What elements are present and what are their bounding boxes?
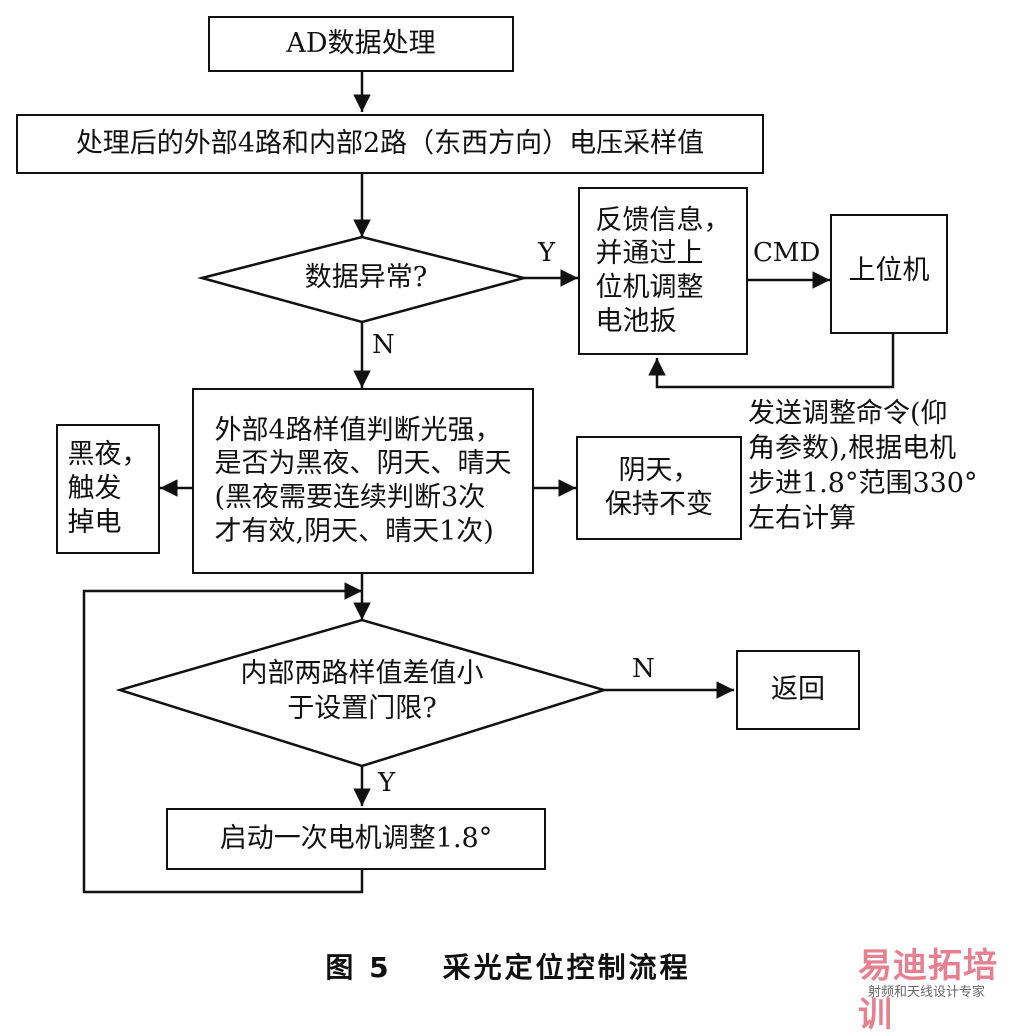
sample-values-label: 处理后的外部4路和内部2路（东西方向）电压采样值 bbox=[75, 128, 705, 160]
watermark-tagline: 射频和天线设计专家 bbox=[868, 985, 986, 1000]
edge-label-no-diff: N bbox=[632, 654, 655, 684]
host-label: 上位机 bbox=[848, 255, 930, 286]
judge-light-label: 外部4路样值判断光强， 是否为黑夜、阴天、晴天 (黑夜需要连续判断3次 才有效,… bbox=[214, 414, 512, 547]
cloudy-label: 阴天， 保持不变 bbox=[605, 455, 713, 520]
decision-diff-shape bbox=[115, 618, 609, 768]
edge-label-cmd: CMD bbox=[753, 238, 821, 268]
edge-label-no-abnormal: N bbox=[372, 330, 395, 360]
edge-label-yes-diff: Y bbox=[378, 768, 396, 798]
box-return: 返回 bbox=[736, 650, 860, 730]
decision-diff-label: 内部两路样值差值小 于设置门限? bbox=[240, 658, 484, 725]
return-label: 返回 bbox=[771, 674, 825, 706]
flow-connectors bbox=[82, 70, 895, 894]
ad-process-label: AD数据处理 bbox=[286, 28, 436, 60]
arrow-host-feedback bbox=[648, 332, 895, 389]
note-send-command: 发送调整命令(仰 角参数),根据电机 步进1.8°范围330° 左右计算 bbox=[748, 398, 978, 535]
box-cloudy: 阴天， 保持不变 bbox=[576, 436, 742, 540]
decision-abnormal-shape bbox=[197, 235, 529, 324]
box-sample-values: 处理后的外部4路和内部2路（东西方向）电压采样值 bbox=[16, 114, 764, 174]
box-host: 上位机 bbox=[830, 214, 948, 334]
decision-abnormal-label: 数据异常? bbox=[304, 262, 428, 293]
box-judge-light: 外部4路样值判断光强， 是否为黑夜、阴天、晴天 (黑夜需要连续判断3次 才有效,… bbox=[192, 388, 534, 574]
arrow-loop-back bbox=[82, 582, 364, 894]
edge-label-yes-abnormal: Y bbox=[538, 238, 556, 268]
box-motor-adjust: 启动一次电机调整1.8° bbox=[166, 808, 546, 870]
box-night: 黑夜， 触发 掉电 bbox=[56, 424, 160, 554]
feedback-label: 反馈信息， 并通过上 位机调整 电池扳 bbox=[595, 204, 731, 337]
box-feedback: 反馈信息， 并通过上 位机调整 电池扳 bbox=[578, 187, 748, 355]
figure-caption: 图 5 采光定位控制流程 bbox=[325, 951, 691, 984]
box-ad-process: AD数据处理 bbox=[208, 16, 514, 72]
night-label: 黑夜， 触发 掉电 bbox=[67, 439, 149, 538]
motor-adjust-label: 启动一次电机调整1.8° bbox=[219, 823, 493, 855]
